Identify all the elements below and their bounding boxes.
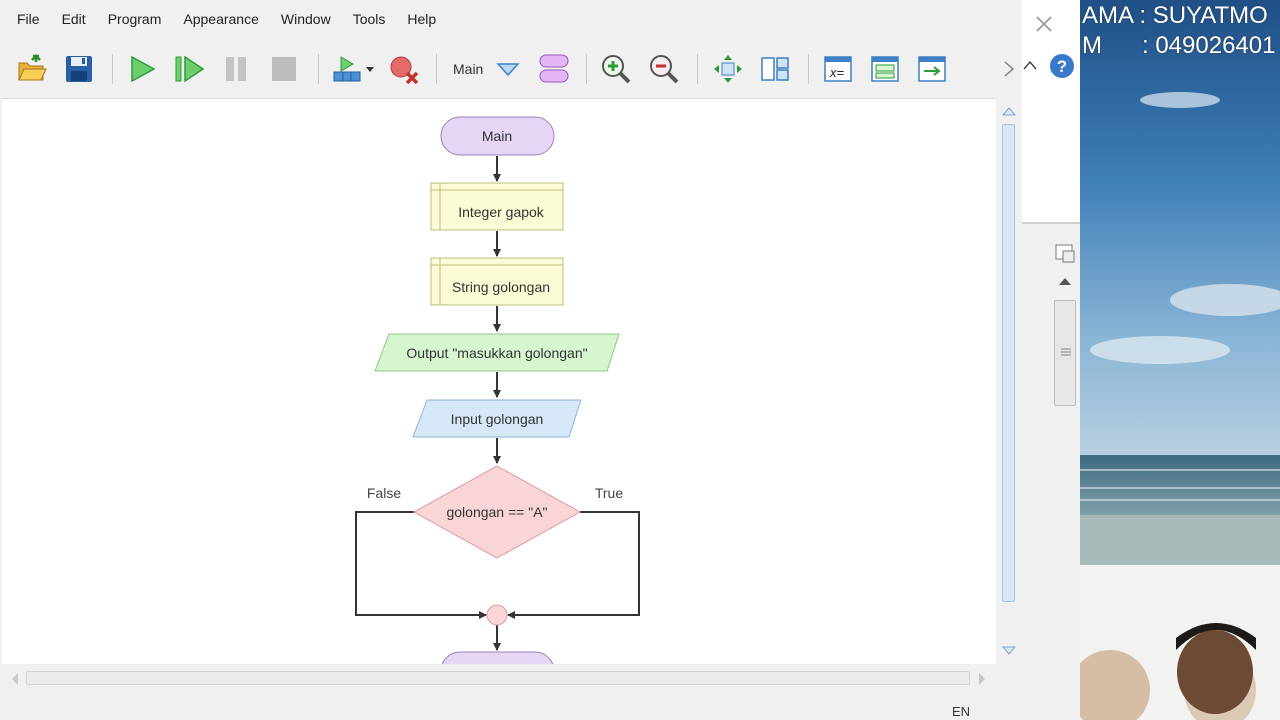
dropdown-icon[interactable] <box>360 46 380 92</box>
flowchart-canvas[interactable]: Main Integer gapok String golongan Outpu… <box>2 98 996 664</box>
function-icon[interactable] <box>536 46 572 92</box>
scroll-left-icon[interactable] <box>10 672 20 686</box>
fit-icon[interactable] <box>710 46 746 92</box>
overlay-nim-text: M : 049026401 <box>1082 32 1276 59</box>
true-label: True <box>595 485 623 501</box>
vertical-scrollbar[interactable] <box>997 98 1021 666</box>
menu-window[interactable]: Window <box>280 11 331 27</box>
output-block[interactable] <box>374 333 620 372</box>
start-terminal[interactable] <box>440 116 555 156</box>
language-indicator: EN <box>951 704 970 719</box>
horizontal-scrollbar[interactable] <box>2 666 997 692</box>
menu-bar: File Edit Program Appearance Window Tool… <box>0 0 1022 38</box>
pause-icon[interactable] <box>218 46 254 92</box>
scroll-right-icon[interactable] <box>977 672 987 686</box>
menu-tools[interactable]: Tools <box>352 11 386 27</box>
menu-file[interactable]: File <box>17 11 40 27</box>
layout-icon[interactable] <box>757 46 793 92</box>
input-label: Input golongan <box>451 411 544 427</box>
declare-label: String golongan <box>452 279 550 295</box>
person-head <box>1177 630 1253 714</box>
stop-icon[interactable] <box>266 46 302 92</box>
open-folder-icon[interactable] <box>14 46 50 92</box>
toolbar: Main x= <box>0 46 1022 92</box>
save-icon[interactable] <box>61 46 97 92</box>
function-selector[interactable]: Main <box>453 61 484 77</box>
overlay-name-text: AMA : SUYATMO <box>1082 2 1268 29</box>
true-branch-line <box>507 511 640 619</box>
svg-text:?: ? <box>1057 57 1067 76</box>
toolbar-overflow-icon[interactable] <box>998 46 1020 92</box>
zoom-out-icon[interactable] <box>646 46 682 92</box>
output-label: Output "masukkan golongan" <box>406 345 587 361</box>
output-icon[interactable] <box>914 46 950 92</box>
status-bar: EN <box>0 694 1022 720</box>
declare-label: Integer gapok <box>458 204 545 220</box>
input-block[interactable] <box>412 399 582 438</box>
help-icon[interactable]: ? <box>1048 52 1076 80</box>
scroll-up-icon[interactable] <box>1002 106 1016 116</box>
side-scroll-thumb[interactable] <box>1054 300 1076 406</box>
menu-help[interactable]: Help <box>407 11 437 27</box>
menu-edit[interactable]: Edit <box>61 11 86 27</box>
vertical-scroll-thumb[interactable] <box>1002 124 1015 602</box>
add-variable-icon[interactable] <box>330 46 366 92</box>
scroll-down-icon[interactable] <box>1002 646 1016 656</box>
scroll-up-icon[interactable] <box>1058 276 1072 286</box>
menu-appearance[interactable]: Appearance <box>183 11 259 27</box>
false-label: False <box>367 485 401 501</box>
chevron-down-icon[interactable] <box>490 46 526 92</box>
declare-block[interactable] <box>430 182 564 231</box>
remove-breakpoint-icon[interactable] <box>386 46 422 92</box>
webcam-background <box>1080 0 1280 720</box>
false-branch-line <box>355 511 487 619</box>
dock-icon[interactable] <box>1054 242 1076 264</box>
run-icon[interactable] <box>124 46 160 92</box>
horizontal-scroll-thumb[interactable] <box>26 671 970 685</box>
chevron-up-icon[interactable] <box>1022 58 1038 72</box>
variables-icon[interactable]: x= <box>820 46 856 92</box>
if-decision[interactable] <box>412 465 582 559</box>
console-icon[interactable] <box>867 46 903 92</box>
declare-block[interactable] <box>430 257 564 306</box>
flowgorithm-window: File Edit Program Appearance Window Tool… <box>0 0 1022 720</box>
step-icon[interactable] <box>171 46 207 92</box>
side-panel: ? <box>1022 0 1080 720</box>
zoom-in-icon[interactable] <box>598 46 634 92</box>
close-icon[interactable] <box>1034 14 1054 34</box>
decision-label: golongan == "A" <box>446 504 547 520</box>
merge-point <box>486 604 508 626</box>
end-terminal[interactable] <box>441 651 554 664</box>
start-terminal-label: Main <box>482 128 512 144</box>
svg-text:x=: x= <box>829 65 845 80</box>
menu-program[interactable]: Program <box>107 11 162 27</box>
